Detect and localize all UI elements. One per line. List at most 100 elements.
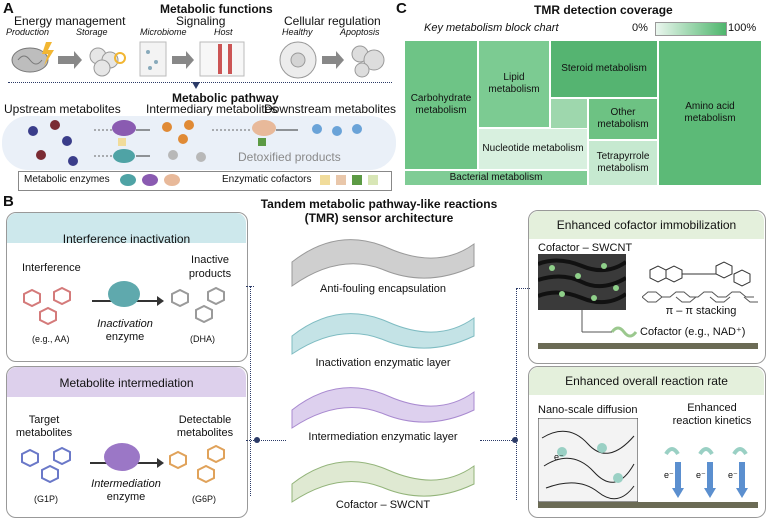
legend-cofactor-swatches <box>320 175 378 185</box>
cofactor-example-label: Cofactor (e.g., NAD⁺) <box>640 326 746 338</box>
anti-fouling-layer <box>291 239 475 287</box>
reaction-rate-header-bg <box>529 367 764 395</box>
inactivation-enzyme-label-1: Inactivation <box>97 318 153 330</box>
host-label: Host <box>214 27 233 37</box>
enzyme-icon <box>112 120 136 136</box>
diffusion-inset <box>538 418 638 502</box>
intermediary-metabolite <box>168 150 178 160</box>
legend-box <box>18 171 392 191</box>
microbiome-label: Microbiome <box>140 27 187 37</box>
target-label-2: metabolites <box>15 427 73 439</box>
block-chart-subtitle: Key metabolism block chart <box>424 22 559 34</box>
inactive-example: (DHA) <box>190 334 215 344</box>
intermediation-layer <box>291 387 475 429</box>
storage-label: Storage <box>76 27 108 37</box>
target-label-1: Target <box>28 414 60 426</box>
cofactor-layer <box>291 461 475 503</box>
intermediation-enzyme-label-1: Intermediation <box>91 478 161 490</box>
apoptosis-label: Apoptosis <box>340 27 380 37</box>
panel-b-title-1: Tandem metabolic pathway-like reactions <box>260 197 498 211</box>
cellular-regulation-label: Cellular regulation <box>284 14 381 28</box>
pathway-down-arrow <box>192 82 200 89</box>
target-example: (G1P) <box>34 494 59 504</box>
amino-acid-block: Amino acid metabolism <box>658 40 762 186</box>
inactivation-enzyme-label-2: enzyme <box>105 331 145 343</box>
panel-c-title: TMR detection coverage <box>534 3 673 17</box>
metabolic-functions-title: Metabolic functions <box>160 2 273 16</box>
kinetics-illustration <box>664 447 748 498</box>
kinetics-electron-3: e⁻ <box>728 470 738 480</box>
signaling-label: Signaling <box>176 14 226 28</box>
interference-box <box>6 212 248 362</box>
cofactor-callout <box>581 310 638 338</box>
tetrapyrrole-block: Tetrapyrrole metabolism <box>588 140 658 186</box>
intermediation-enzyme-icon <box>104 443 140 471</box>
intermediation-header-bg <box>7 367 246 397</box>
left-connector <box>250 286 251 496</box>
upstream-metabolite <box>62 136 72 146</box>
lightning-icon <box>42 42 54 66</box>
upstream-metabolite <box>28 126 38 136</box>
enzyme-group-1 <box>94 120 150 163</box>
interference-example: (e.g., AA) <box>32 334 70 344</box>
cofactor-swcnt-inset-label: Cofactor – SWCNT <box>538 242 633 254</box>
kinetics-label-2: reaction kinetics <box>672 415 752 427</box>
energy-illustration <box>11 42 126 77</box>
nad-structure <box>649 261 751 287</box>
pi-stacking-label: π – π stacking <box>665 305 737 317</box>
intermediary-metabolite <box>178 134 188 144</box>
diffusion-electron-label: e⁻ <box>554 452 564 462</box>
signaling-illustration <box>139 41 245 77</box>
upstream-label: Upstream metabolites <box>4 102 121 116</box>
cofactor-header-bg <box>529 211 764 239</box>
cofactor-substrate <box>538 343 758 349</box>
intermediary-metabolite <box>162 122 172 132</box>
graphene-lattice <box>642 291 758 303</box>
inactivation-layer-label: Inactivation enzymatic layer <box>315 357 451 369</box>
right-connector-mid <box>480 440 516 441</box>
inactivation-layer <box>291 313 475 355</box>
right-connector-top <box>516 288 530 289</box>
upstream-metabolite <box>36 150 46 160</box>
detectable-label-1: Detectable <box>178 414 232 426</box>
legend-enzymes-label: Metabolic enzymes <box>24 174 110 185</box>
intermediary-label: Intermediary metabolites <box>146 102 278 116</box>
swcnt-inset <box>538 254 626 310</box>
right-connector-dot <box>512 437 518 443</box>
other-block: Other metabolism <box>588 98 658 140</box>
carbohydrate-block: Carbohydrate metabolism <box>404 40 478 170</box>
inactivation-enzyme-icon <box>108 281 140 307</box>
lipid-block: Lipid metabolism <box>478 40 550 128</box>
healthy-label: Healthy <box>282 27 313 37</box>
rate-substrate <box>538 502 758 508</box>
cofactor-header: Enhanced cofactor immobilization <box>556 218 737 232</box>
production-label: Production <box>6 27 50 37</box>
kinetics-electron-2: e⁻ <box>696 470 706 480</box>
treemap: Carbohydrate metabolism Lipid metabolism… <box>404 40 762 186</box>
metabolic-pathway-title: Metabolic pathway <box>172 91 279 105</box>
nano-diffusion-label: Nano-scale diffusion <box>538 404 638 416</box>
upstream-metabolite <box>50 120 60 130</box>
coverage-color-scale <box>655 22 727 36</box>
layer-stack <box>291 239 475 503</box>
panel-a-divider <box>8 82 392 83</box>
upstream-metabolite <box>68 156 78 166</box>
anti-fouling-label: Anti-fouling encapsulation <box>320 283 446 295</box>
left-connector-dot <box>254 437 260 443</box>
downstream-metabolite <box>332 126 342 136</box>
left-connector-top <box>246 286 254 287</box>
legend-cofactors-label: Enzymatic cofactors <box>222 174 312 185</box>
downstream-metabolite <box>352 124 362 134</box>
downstream-label: Downstream metabolites <box>264 102 397 116</box>
intermediary-metabolite <box>184 120 194 130</box>
interference-header-bg <box>7 213 246 243</box>
cofactor-layer-label: Cofactor – SWCNT <box>335 499 431 511</box>
scale-max-label: 100% <box>728 22 757 34</box>
scale-min-label: 0% <box>632 22 648 34</box>
steroid-block: Steroid metabolism <box>550 40 658 98</box>
enzyme-icon <box>252 120 276 136</box>
intermediation-enzyme-label-2: enzyme <box>106 491 146 503</box>
inactive-label-1: Inactive <box>191 254 229 266</box>
panel-c-letter: C <box>396 0 407 17</box>
dha-molecules <box>171 286 225 324</box>
